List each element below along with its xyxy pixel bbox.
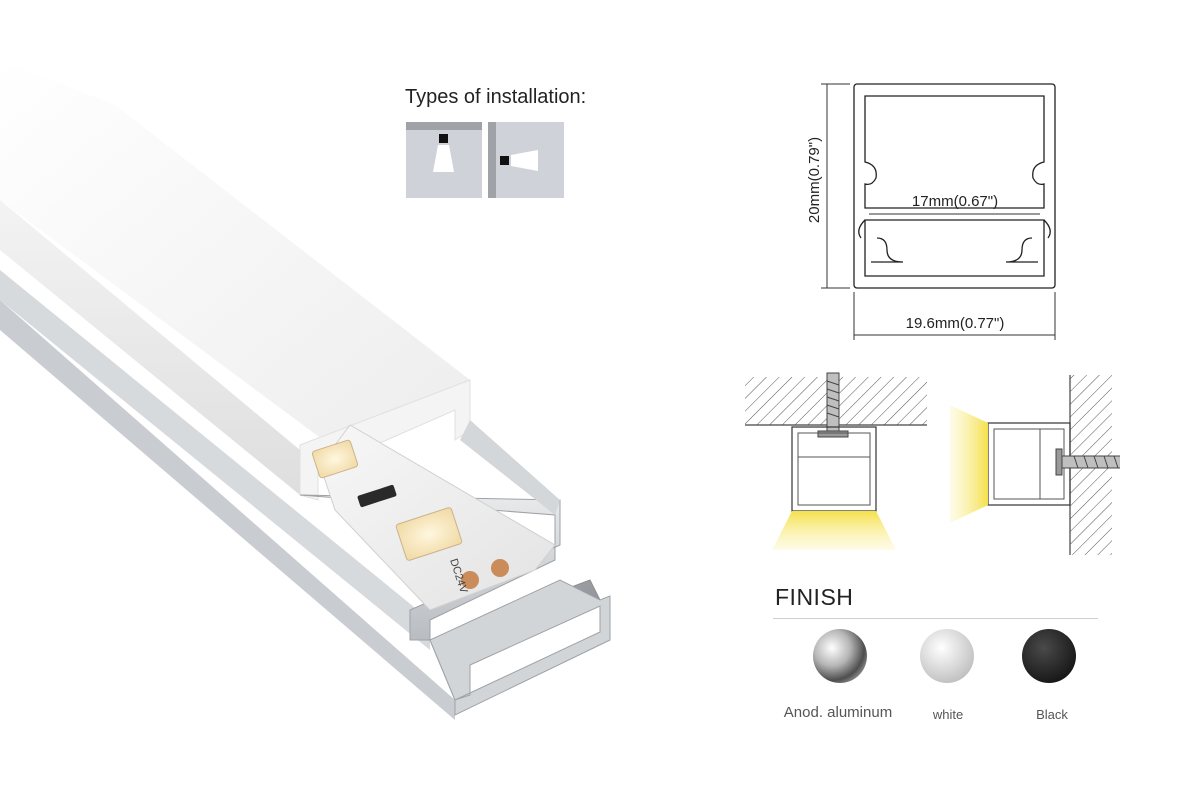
finish-swatch-white — [920, 629, 974, 683]
finish-swatch-set — [813, 629, 1076, 683]
finish-label-anodized: Anod. aluminum — [783, 704, 893, 721]
light-beam-left — [950, 405, 988, 523]
led-chip-2 — [395, 507, 463, 561]
ceiling-mount-icon — [406, 122, 482, 198]
finish-label-black: Black — [1036, 707, 1068, 722]
resistor — [357, 484, 397, 508]
wall-screw-icon — [1055, 448, 1120, 476]
inner-width-label: 17mm(0.67") — [912, 193, 998, 210]
height-label: 20mm(0.79") — [806, 137, 823, 223]
installation-icons — [406, 122, 564, 198]
profile-side-wall — [0, 270, 430, 650]
channel-right-wall — [460, 420, 560, 515]
light-beam-down — [772, 511, 896, 550]
finish-title: FINISH — [775, 584, 854, 610]
outer-width-label: 19.6mm(0.77") — [906, 315, 1005, 332]
height-dimension — [821, 83, 850, 289]
finish-options: Anod. aluminum white Black — [770, 622, 1110, 732]
channel-end-outer — [299, 494, 561, 641]
solder-pad-1 — [461, 571, 479, 589]
installation-title: Types of installation: — [405, 86, 587, 108]
diffuser-top-face — [0, 60, 470, 445]
diffuser-end-face — [299, 379, 471, 501]
diffuser-side-face — [0, 200, 300, 495]
ceiling-mount-diagram — [745, 372, 927, 550]
profile-cross-section: 20mm(0.79") 19.6mm(0.77") 17mm(0.67") — [806, 83, 1056, 340]
finish-swatch-black — [1022, 629, 1076, 683]
solder-pad-2 — [491, 559, 509, 577]
led-chip-1 — [311, 439, 359, 479]
profile-outline — [853, 83, 1056, 289]
wall-mount-diagram — [950, 375, 1120, 555]
mounting-diagrams — [745, 372, 1120, 555]
width-dimension — [853, 292, 1056, 340]
wall-mount-icon — [488, 122, 564, 198]
product-photo: DC24V — [0, 60, 611, 720]
lower-channel-rim — [429, 579, 611, 716]
finish-swatch-anodized — [813, 629, 867, 683]
profile-side-wall-lower — [0, 300, 455, 720]
finish-divider — [773, 618, 1098, 619]
finish-label-white: white — [932, 707, 964, 722]
